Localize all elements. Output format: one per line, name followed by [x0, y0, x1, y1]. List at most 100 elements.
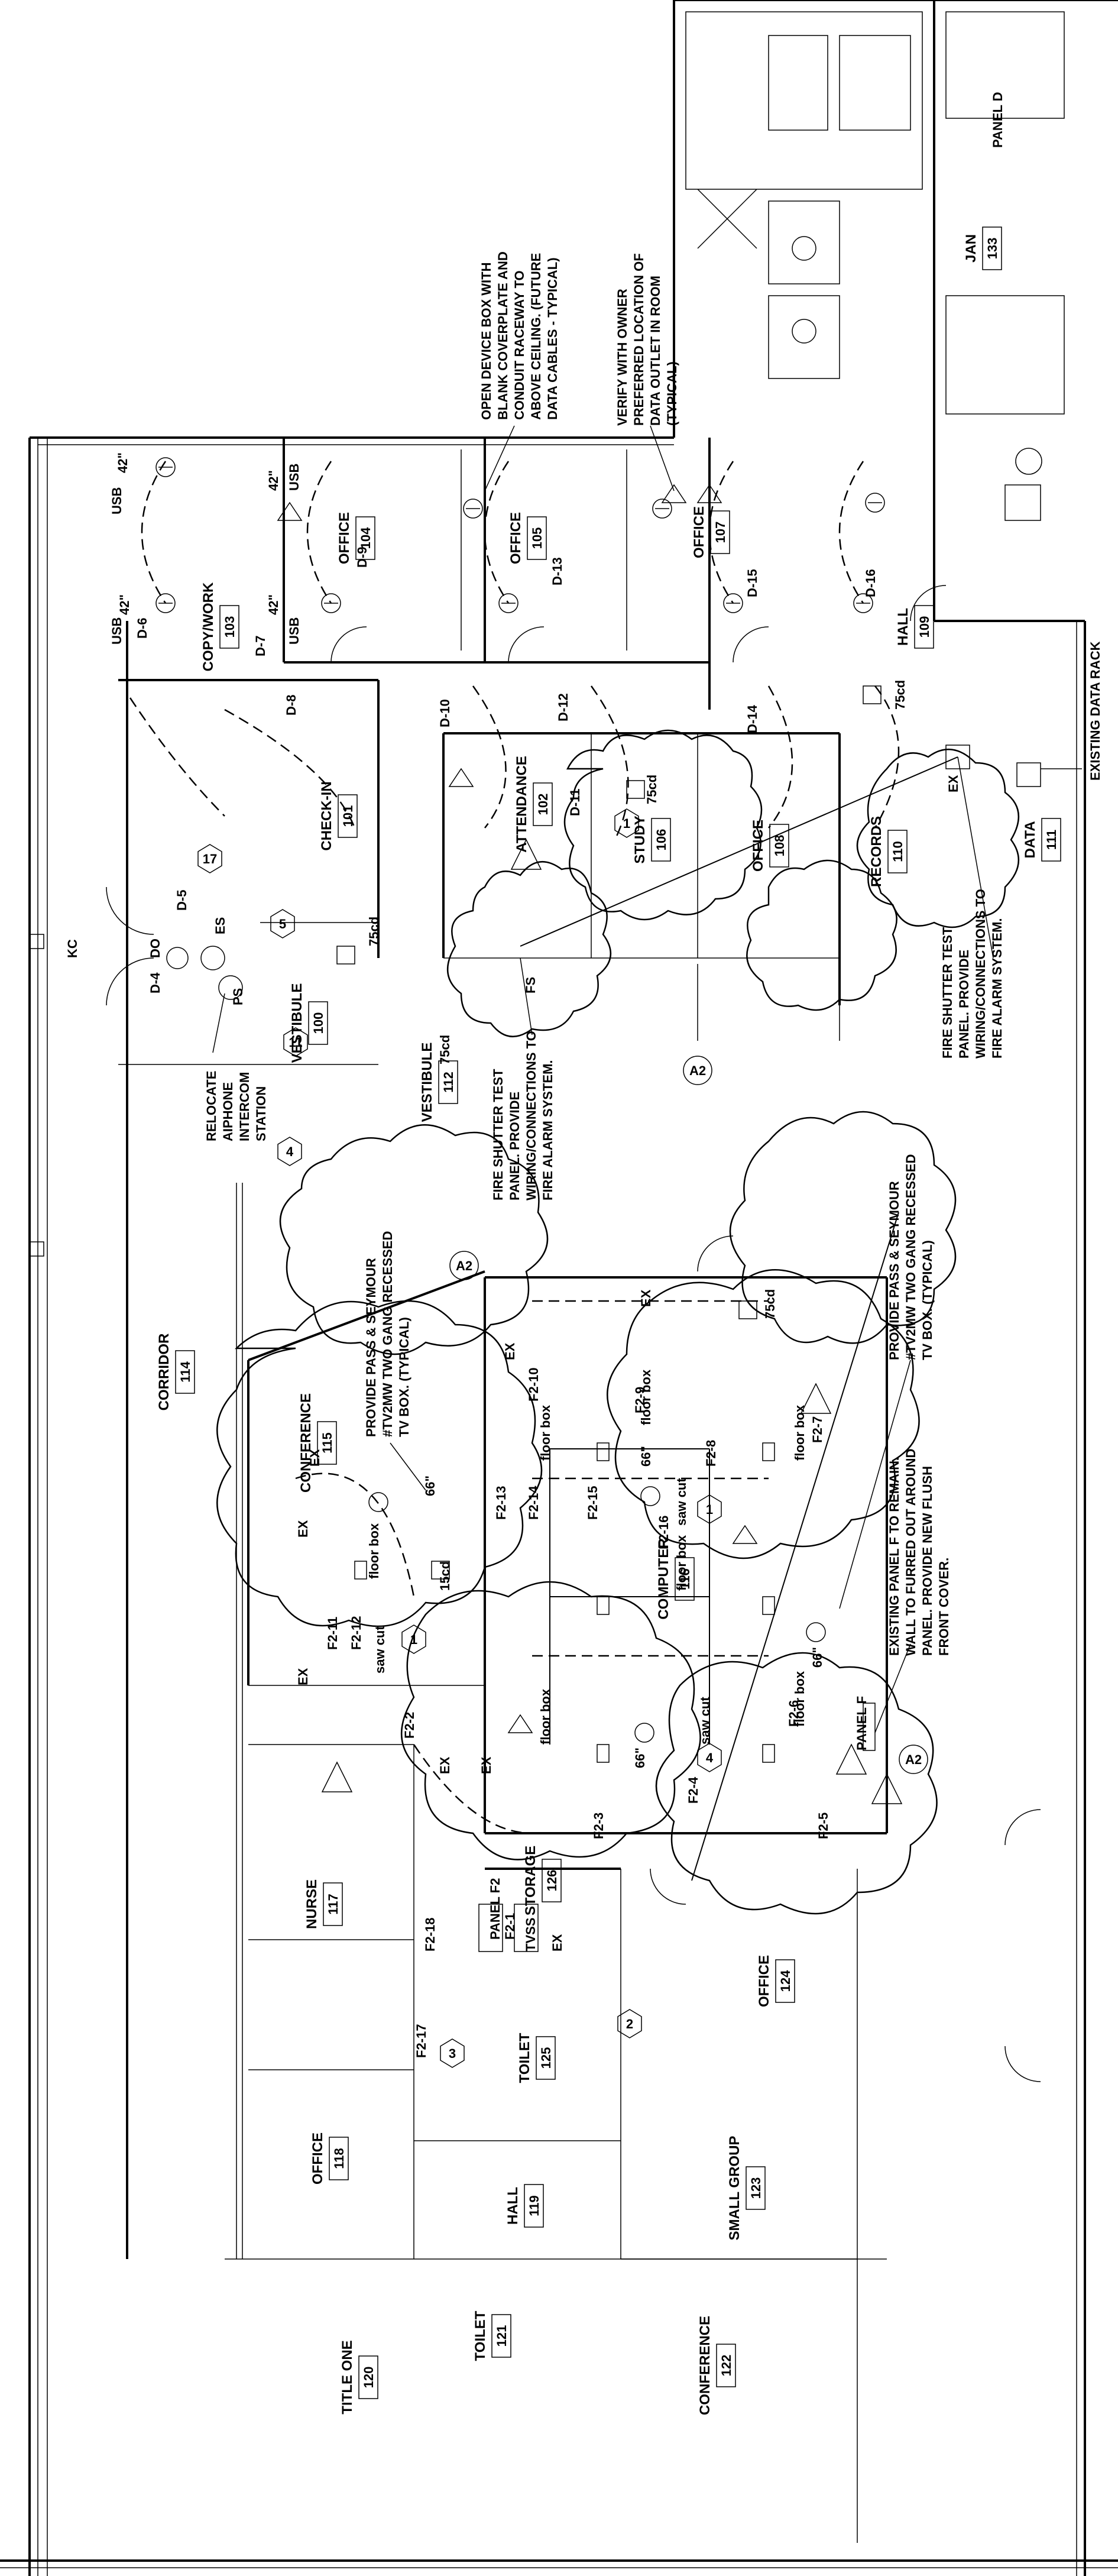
room-number-box [317, 1421, 337, 1465]
cd15-label: 15cd [438, 1561, 452, 1591]
svg-text:INTERCOM: INTERCOM [237, 1072, 252, 1141]
door-opener-icon [166, 947, 189, 969]
circuit-label: D-14 [745, 705, 760, 733]
room-number-box [491, 2314, 511, 2358]
room-number: 133 [985, 238, 1000, 260]
cd75-label: 75cd [893, 680, 908, 710]
circuit-label: F2-9 [633, 1387, 647, 1413]
room-number-box [355, 516, 375, 560]
note-verify-owner: VERIFY WITH OWNER PREFERRED LOCATION OF … [615, 253, 679, 426]
note-fire-shutter-right: FIRE SHUTTER TEST PANEL. PROVIDE WIRING/… [940, 889, 1004, 1059]
svg-text:STATION: STATION [254, 1086, 268, 1141]
saw-cut-label: saw cut [698, 1697, 712, 1745]
room-number: 106 [654, 829, 669, 851]
svg-text:WIRING/CONNECTIONS TO: WIRING/CONNECTIONS TO [524, 1031, 539, 1200]
circuit-label: F2-10 [526, 1368, 541, 1402]
cd75-label: 75cd [644, 775, 659, 804]
keynote-number: 11 [289, 1035, 302, 1050]
panel-d-label: PANEL D [990, 92, 1005, 148]
keynote-icon: 4 [697, 1743, 722, 1772]
room-name: OFFICE [336, 512, 352, 564]
keynote-icon: 1 [697, 1494, 722, 1524]
receptacle-icon [865, 493, 885, 513]
device-symbols [29, 457, 1041, 1952]
keynote-icon: 5 [270, 909, 295, 939]
room-number: 105 [530, 528, 545, 549]
svg-text:FIRE SHUTTER TEST: FIRE SHUTTER TEST [491, 1069, 505, 1200]
svg-text:ABOVE CEILING. (FUTURE: ABOVE CEILING. (FUTURE [529, 253, 543, 420]
receptacle-icon [155, 593, 176, 613]
room-number: 118 [332, 2148, 346, 2169]
ex-label: EX [307, 1449, 322, 1467]
room-name: CONFERENCE [298, 1393, 314, 1493]
note-fire-shutter-left: FIRE SHUTTER TEST PANEL. PROVIDE WIRING/… [491, 1031, 555, 1200]
keynote-number: 4 [286, 1144, 294, 1159]
keynote-number: 17 [203, 852, 217, 866]
svg-text:PROVIDE PASS & SEYMOUR: PROVIDE PASS & SEYMOUR [887, 1181, 902, 1360]
svg-text:FIRE ALARM SYSTEM.: FIRE ALARM SYSTEM. [990, 918, 1004, 1059]
circuit-label: D-15 [745, 569, 760, 597]
room-name: TOILET [472, 2310, 488, 2361]
room-number: 126 [545, 1870, 559, 1892]
room-number-box [438, 1060, 458, 1104]
receptacle-icon [321, 593, 341, 613]
section-mark-label: A2 [905, 1752, 922, 1767]
floor-box-icon [762, 1442, 775, 1461]
room-number: 125 [539, 2047, 553, 2069]
svg-text:PROVIDE PASS & SEYMOUR: PROVIDE PASS & SEYMOUR [364, 1258, 378, 1437]
svg-text:OPEN DEVICE BOX WITH: OPEN DEVICE BOX WITH [479, 263, 494, 420]
svg-text:RELOCATE: RELOCATE [204, 1071, 219, 1141]
svg-text:FIRE ALARM SYSTEM.: FIRE ALARM SYSTEM. [540, 1060, 555, 1200]
room-name: OFFICE [750, 820, 766, 872]
floor-box-label: floor box [538, 1688, 553, 1745]
circuit-label: F2-14 [526, 1486, 541, 1520]
ex-label: EX [503, 1342, 517, 1360]
notes: OPEN DEVICE BOX WITH BLANK COVERPLATE AN… [204, 251, 1103, 1656]
room-name: TOILET [517, 2033, 533, 2083]
keynote-icon: 1 [614, 808, 639, 838]
receptacle-icon [853, 593, 873, 613]
circuit-labels: D-6 D-7 D-8 D-9 D-10 D-11 D-12 D-13 D-14… [135, 547, 878, 2058]
svg-text:TV BOX. (TYPICAL): TV BOX. (TYPICAL) [397, 1317, 411, 1437]
room-name: ATTENDANCE [514, 756, 530, 853]
height-42-label: 42" [266, 470, 281, 491]
room-number: 112 [441, 1072, 456, 1093]
floor-box-icon [597, 1596, 610, 1615]
room-number-box [716, 2344, 736, 2387]
circuit-label: F2-4 [686, 1776, 701, 1804]
receptacle-icon [652, 499, 672, 519]
room-number: 100 [311, 1012, 326, 1034]
room-number-box [175, 1350, 195, 1394]
section-mark-label: A2 [689, 1063, 706, 1078]
room-number-box [329, 2137, 349, 2180]
circuit-label: D-13 [550, 557, 565, 585]
section-marks: A2 A2 A2 [449, 1056, 928, 1774]
keynote-icon: 3 [440, 2038, 465, 2068]
room-number: 101 [341, 805, 355, 827]
room-name: COMPUTER [656, 1538, 672, 1619]
room-number: 120 [361, 2367, 376, 2389]
room-name: COPY/WORK [200, 582, 216, 671]
svg-text:FRONT COVER.: FRONT COVER. [936, 1558, 951, 1656]
room-number: 114 [178, 1361, 193, 1382]
circuit-label: F2-17 [414, 2024, 429, 2058]
note-pass-seymour-right: PROVIDE PASS & SEYMOUR #TV2MW TWO GANG R… [887, 1154, 935, 1360]
circuit-label: F2-7 [810, 1416, 825, 1443]
room-number-box [887, 830, 908, 873]
room-name: OFFICE [691, 506, 707, 558]
panel-icon [478, 1904, 503, 1952]
saw-cut-label: saw cut [674, 1478, 689, 1526]
svg-text:WIRING/CONNECTIONS TO: WIRING/CONNECTIONS TO [973, 889, 988, 1059]
